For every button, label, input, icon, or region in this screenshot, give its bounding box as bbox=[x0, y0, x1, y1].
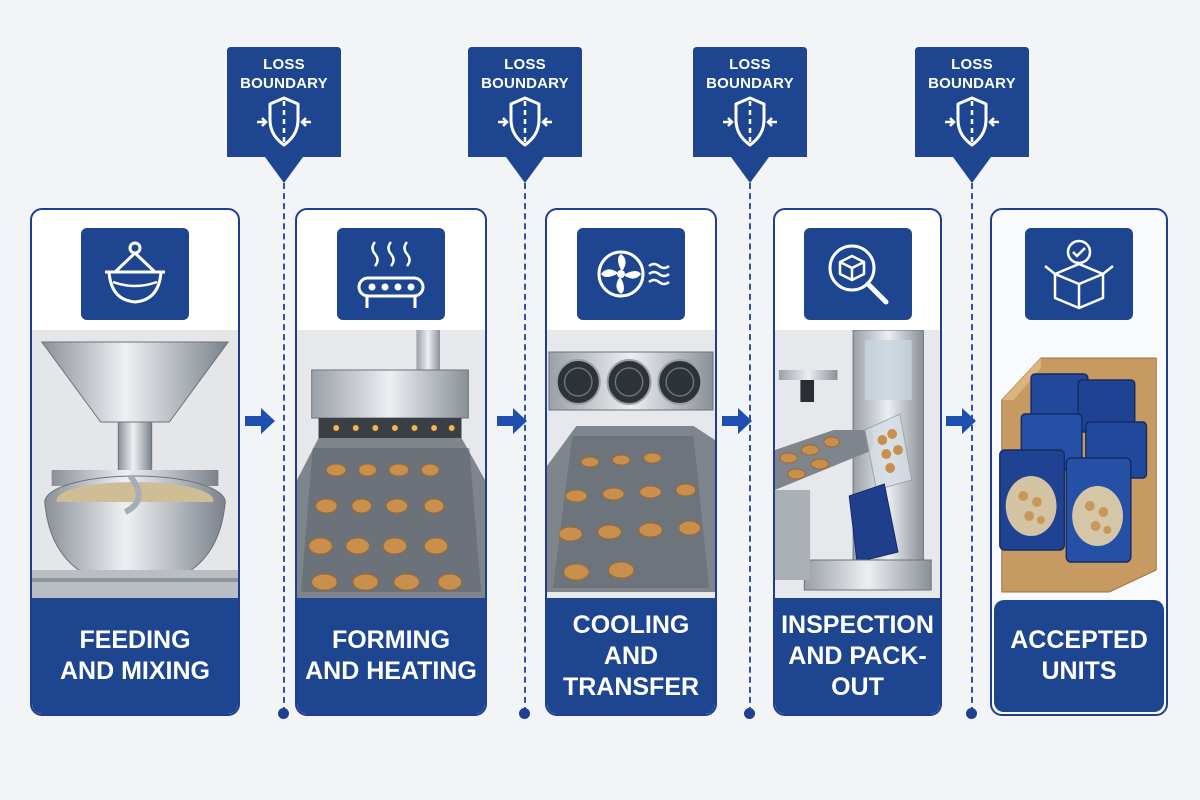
mixing-bowl-icon bbox=[105, 241, 165, 304]
stage-caption: INSPECTION AND PACK-OUT bbox=[775, 598, 940, 714]
stage-card-accepted-units: ACCEPTED UNITS bbox=[990, 208, 1168, 716]
mixer-hopper-illustration bbox=[32, 330, 238, 608]
caption-line: AND HEATING bbox=[305, 657, 477, 685]
icon-tile bbox=[337, 228, 445, 320]
boundary-line-4 bbox=[971, 183, 973, 713]
heated-conveyor-icon bbox=[357, 241, 425, 308]
flow-arrow-icon bbox=[946, 408, 976, 434]
stage-card-inspection-packout: INSPECTION AND PACK-OUT bbox=[773, 208, 942, 716]
flow-arrow-icon bbox=[722, 408, 752, 434]
shield-boundary-icon bbox=[257, 96, 311, 147]
stage-card-cooling-transfer: COOLING AND TRANSFER bbox=[545, 208, 717, 716]
icon-tile bbox=[1025, 228, 1133, 320]
caption-line: AND MIXING bbox=[60, 657, 210, 685]
shield-boundary-icon bbox=[498, 96, 552, 147]
boundary-line-3 bbox=[749, 183, 751, 713]
boundary-line-1 bbox=[283, 183, 285, 713]
boundary-end-dot bbox=[744, 708, 755, 719]
caption-line: TRANSFER bbox=[562, 672, 700, 701]
caption-line: AND PACK-OUT bbox=[788, 641, 927, 701]
inspection-magnifier-icon bbox=[828, 244, 888, 305]
stage-caption: FEEDING AND MIXING bbox=[32, 598, 238, 714]
icon-tile bbox=[803, 228, 912, 320]
icon-tile bbox=[577, 228, 685, 320]
caption-line: INSPECTION bbox=[781, 610, 934, 639]
caption-line: COOLING AND bbox=[572, 610, 690, 670]
forming-oven-illustration bbox=[297, 330, 485, 608]
stage-caption: FORMING AND HEATING bbox=[297, 598, 485, 714]
flow-arrow-icon bbox=[245, 408, 275, 434]
shield-boundary-icon bbox=[723, 96, 777, 147]
inspection-bagger-illustration bbox=[775, 330, 940, 608]
caption-line: FEEDING bbox=[79, 626, 191, 654]
boundary-end-dot bbox=[966, 708, 977, 719]
caption-line: FORMING bbox=[331, 626, 451, 654]
stage-caption: ACCEPTED UNITS bbox=[994, 600, 1164, 712]
packed-box-illustration bbox=[992, 330, 1166, 608]
flow-arrow-icon bbox=[497, 408, 527, 434]
stage-card-forming-heating: FORMING AND HEATING bbox=[295, 208, 487, 716]
stage-card-feeding-mixing: FEEDING AND MIXING bbox=[30, 208, 240, 716]
cooling-conveyor-illustration bbox=[547, 330, 715, 608]
cooling-fan-icon bbox=[597, 250, 670, 298]
boundary-line-2 bbox=[524, 183, 526, 713]
icon-tile bbox=[81, 228, 189, 320]
boundary-end-dot bbox=[278, 708, 289, 719]
accepted-box-icon bbox=[1044, 239, 1114, 310]
shield-boundary-icon bbox=[945, 96, 999, 147]
boundary-end-dot bbox=[519, 708, 530, 719]
caption-line: ACCEPTED bbox=[1010, 626, 1148, 654]
stage-caption: COOLING AND TRANSFER bbox=[547, 598, 715, 714]
caption-line: UNITS bbox=[1041, 657, 1117, 685]
